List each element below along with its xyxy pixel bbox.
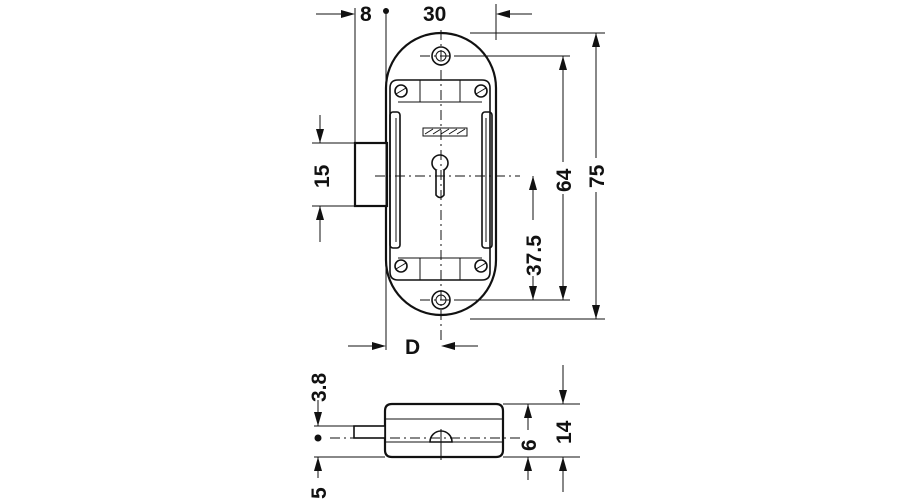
side-view (314, 402, 520, 460)
dimension-backset: D (348, 336, 478, 359)
screw-icon (394, 84, 408, 98)
dimension-side-case-height: 14 (503, 365, 580, 492)
dimension-side-hole-position: 6 (503, 403, 580, 480)
screw-icon (474, 259, 488, 273)
dim-label-fixing-hole-spacing: 64 (553, 168, 576, 192)
screw-icon (474, 84, 488, 98)
dim-label-side-hole-position: 6 (518, 439, 541, 451)
dimension-case-width: 30 (423, 3, 532, 40)
dim-label-overall-height: 75 (586, 164, 609, 188)
bolt (353, 141, 389, 208)
dim-label-side-case-height: 14 (553, 420, 576, 444)
dim-label-bolt-height: 15 (311, 164, 334, 188)
dimension-bolt-thickness: 3.8 (308, 372, 354, 427)
dimension-keyhole-position: 37.5 (523, 176, 546, 300)
dim-label-bolt-edge-distance: 5 (308, 487, 331, 499)
screw-icon (394, 259, 408, 273)
side-case-outline (383, 402, 505, 459)
dimension-bolt-height: 15 (311, 115, 355, 242)
dim-label-keyhole-position: 37.5 (523, 235, 546, 276)
dim-label-backset: D (405, 336, 420, 359)
latch-slot (422, 127, 468, 137)
dimension-bolt-offset: 8 (316, 3, 389, 350)
dim-label-bolt-offset: 8 (360, 3, 372, 26)
dim-label-bolt-thickness: 3.8 (308, 372, 331, 402)
front-view (353, 30, 520, 340)
side-bolt (353, 425, 386, 439)
inner-plate (389, 79, 491, 281)
dim-label-case-width: 30 (423, 3, 446, 26)
dimension-bolt-edge-distance: 5 (308, 456, 385, 499)
keyhole-icon (431, 154, 449, 199)
dimension-overall-height: 75 (470, 32, 609, 320)
dimension-fixing-hole-spacing: 64 (455, 55, 576, 301)
